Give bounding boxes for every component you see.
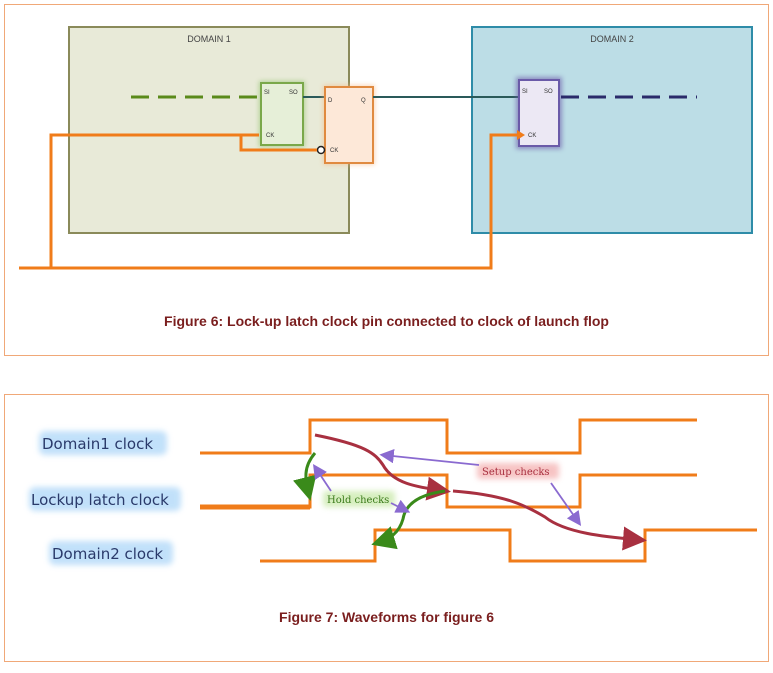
latch-clock-inversion-bubble: [316, 145, 326, 155]
hold-check-arrow-2: [371, 489, 446, 550]
setup-pointer-1: [379, 448, 480, 466]
capture-flop-so-pin: SO: [544, 89, 553, 95]
setup-pointer-2: [550, 482, 582, 526]
figure-6-diagram: DOMAIN 1 DOMAIN 2 SI SO CK D Q CK SI SO …: [19, 26, 753, 270]
domain-1-label: DOMAIN 1: [187, 34, 231, 44]
launch-flop: [260, 82, 304, 146]
latch-clock-wire: [165, 133, 317, 152]
setup-check-arrow-1: [314, 433, 451, 501]
hold-checks-label: Hold checks: [327, 495, 389, 506]
domain-2-box: [471, 26, 753, 234]
domain-2-label: DOMAIN 2: [590, 34, 634, 44]
capture-flop-ck-pin: CK: [528, 133, 536, 139]
figure-7-waveforms: Domain1 clock Lockup latch clock Domain2…: [29, 418, 757, 565]
figure-7-panel: Domain1 clock Lockup latch clock Domain2…: [4, 394, 769, 662]
lockup-latch-clock-waveform: [200, 473, 697, 509]
setup-check-arrow-2: [452, 489, 647, 551]
latch-ck-pin: CK: [330, 148, 338, 154]
hold-pointer-2: [390, 499, 411, 513]
domain-1-box: [68, 26, 350, 234]
capture-flop: [518, 79, 560, 147]
domain1-clock-wire: [19, 133, 259, 270]
domain1-clock-label: Domain1 clock: [42, 435, 153, 453]
lockup-latch: [324, 86, 374, 164]
capture-flop-si-pin: SI: [522, 89, 528, 95]
hold-check-arrow-1: [292, 452, 317, 501]
domain2-clock-label: Domain2 clock: [52, 545, 163, 563]
figure-7-caption: Figure 7: Waveforms for figure 6: [279, 609, 494, 625]
latch-q-pin: Q: [361, 98, 366, 104]
hold-pointer-1: [313, 464, 332, 492]
launch-flop-ck-pin: CK: [266, 133, 274, 139]
domain2-clock-wire: [51, 133, 517, 270]
capture-clock-arrow-head: [517, 130, 525, 140]
latch-d-pin: D: [328, 98, 333, 104]
launch-flop-si-pin: SI: [264, 90, 270, 96]
lockup-latch-clock-label: Lockup latch clock: [31, 491, 169, 509]
figure-6-caption: Figure 6: Lock-up latch clock pin connec…: [164, 313, 609, 329]
domain2-clock-waveform: [260, 528, 757, 563]
setup-checks-label: Setup checks: [482, 467, 550, 478]
launch-flop-so-pin: SO: [289, 90, 298, 96]
domain1-clock-waveform: [200, 418, 697, 455]
figure-6-panel: DOMAIN 1 DOMAIN 2 SI SO CK D Q CK SI SO …: [4, 4, 769, 356]
